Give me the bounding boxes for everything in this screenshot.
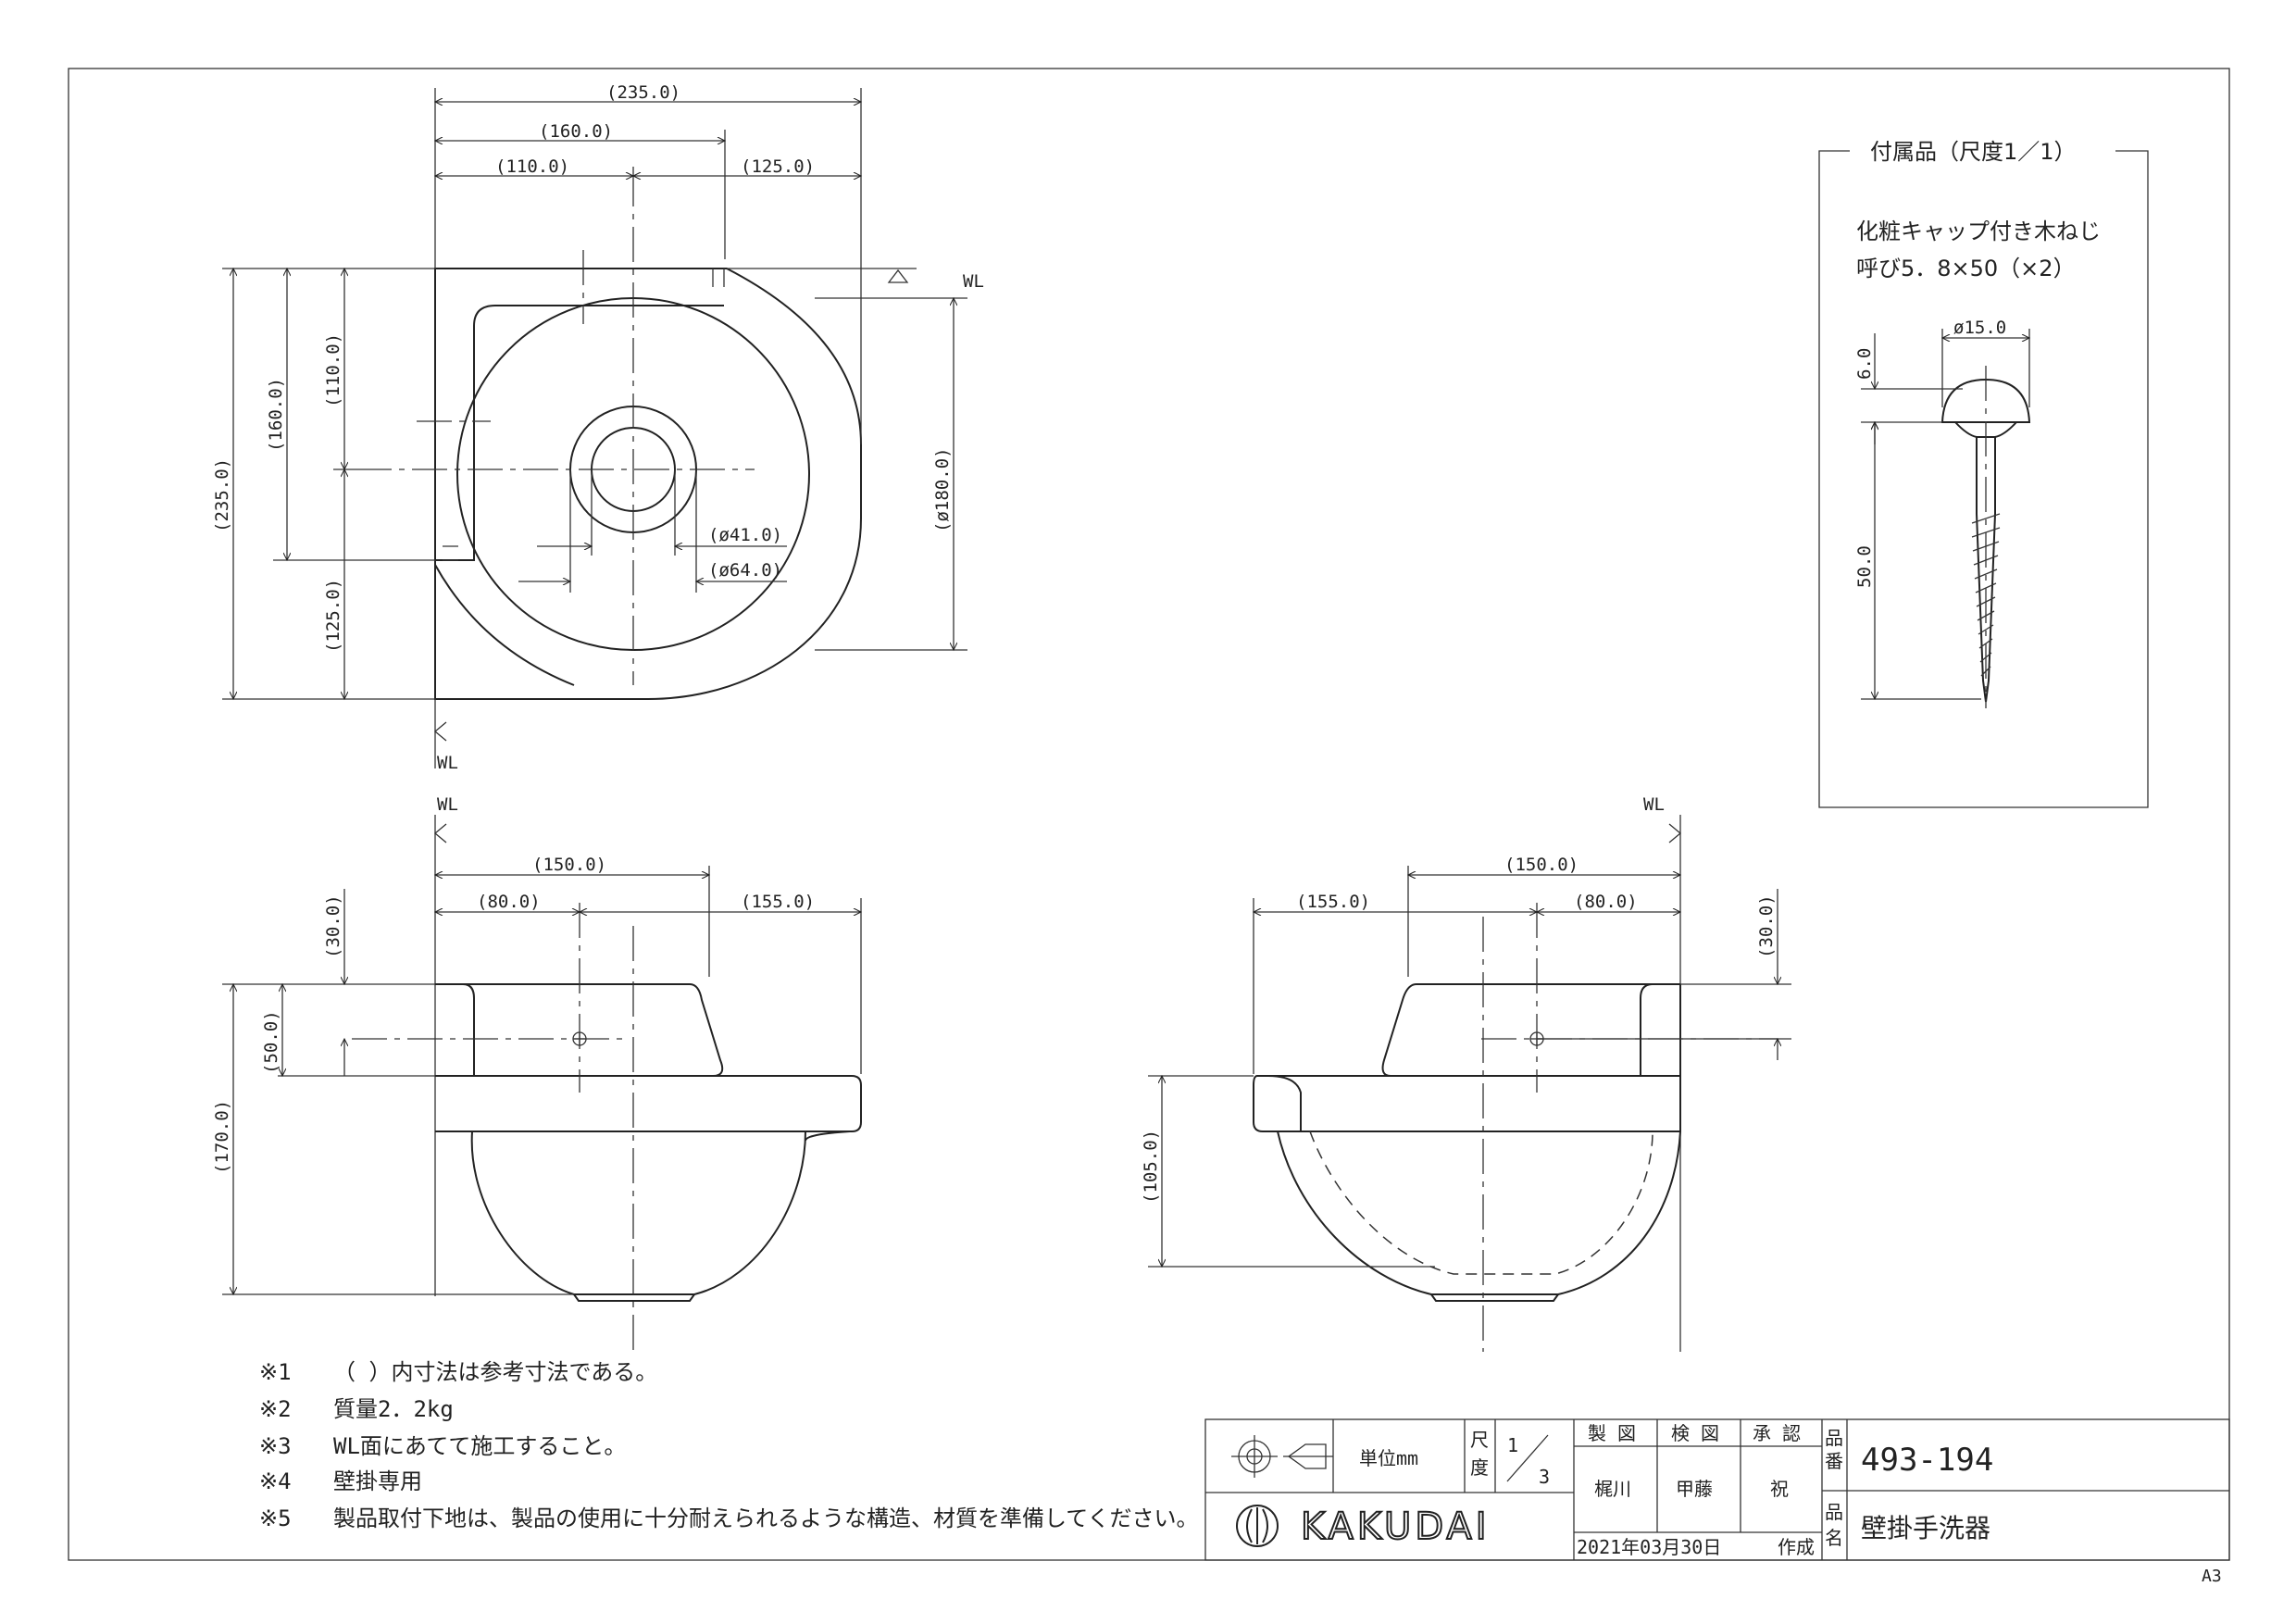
dim-front-height-overall: (170.0) [212,1100,232,1174]
wl-label-top-right: WL [963,271,984,292]
front-view: WL (150.0) (80.0) (155.0) (170.0) (50.0)… [212,794,861,1352]
accessory-name-line2: 呼び5．8×50（×2） [1856,256,2076,281]
dim-side-top-offset: (30.0) [1756,894,1777,958]
drawn-by: 梶川 [1594,1478,1631,1500]
top-view: WL WL (235.0) (160.0) (110.0) (125.0) (2… [212,82,984,773]
dim-top-height-overall: (235.0) [212,458,232,532]
dim-drain-outer: (ø64.0) [708,560,782,581]
dim-front-width-right: (155.0) [741,892,815,912]
approved-label: 承 認 [1753,1422,1801,1444]
note-mark: ※2 [259,1396,292,1422]
unit-label: 単位mm [1359,1447,1418,1469]
wl-label-front: WL [437,794,458,815]
dim-side-bowl-depth: (105.0) [1141,1130,1161,1204]
notes: ※1 （ ）内寸法は参考寸法である。 ※2 質量2．2kg ※3 WL面にあてて… [259,1359,1199,1531]
paper-size: A3 [2202,1567,2222,1586]
scale-label-2: 度 [1470,1456,1489,1479]
dim-top-width-a: (160.0) [539,121,613,142]
accessory-panel: 付属品（尺度1／1） 化粧キャップ付き木ねじ 呼び5．8×50（×2） ø15.… [1818,139,2149,808]
title-block: 単位mm 尺 度 1 3 製 図 検 図 承 認 梶川 甲藤 祝 品 番 493… [1204,1418,2230,1561]
sheet-border [68,68,2230,1561]
dim-front-width-a: (150.0) [532,855,606,875]
dim-side-width-right: (80.0) [1574,892,1638,912]
dim-screw-length: 50.0 [1854,545,1875,588]
top-view-back-panel [435,305,724,561]
scale-denominator: 3 [1539,1466,1550,1488]
dim-front-back-height: (50.0) [261,1010,281,1074]
kakudai-logo: KAKUDAI [1236,1505,1491,1549]
note-text: 壁掛専用 [333,1468,422,1494]
dim-side-width-a: (150.0) [1504,855,1578,875]
checked-label: 検 図 [1671,1422,1719,1444]
part-name-label-2: 名 [1825,1527,1843,1549]
top-view-rim [434,564,575,686]
top-view-outline [434,268,862,700]
wl-label-side: WL [1643,794,1665,815]
note-text: （ ）内寸法は参考寸法である。 [333,1359,657,1385]
dim-cap-diameter: ø15.0 [1953,318,2006,338]
date: 2021年03月30日 [1577,1536,1721,1558]
dim-top-height-top: (110.0) [323,333,343,407]
scale-numerator: 1 [1507,1434,1518,1456]
front-view-outline [435,983,724,1077]
scale-label-1: 尺 [1470,1429,1489,1451]
dim-front-top-offset: (30.0) [323,894,343,958]
note-text: 製品取付下地は、製品の使用に十分耐えられるような構造、材質を準備してください。 [333,1505,1199,1531]
note-mark: ※1 [259,1359,292,1385]
part-no-label-2: 番 [1825,1450,1843,1472]
part-no-label-1: 品 [1825,1427,1843,1449]
note-text: 質量2．2kg [333,1396,454,1422]
dim-top-width-right: (125.0) [741,156,815,177]
drawn-label: 製 図 [1588,1422,1636,1444]
approved-by: 祝 [1770,1478,1789,1500]
note-mark: ※3 [259,1433,292,1459]
dim-cap-height: 6.0 [1854,348,1875,380]
dim-top-width-left: (110.0) [495,156,569,177]
dim-top-height-a: (160.0) [266,378,286,452]
side-view-outline [1381,983,1680,1077]
part-no: 493-194 [1861,1442,1993,1479]
dim-top-width-overall: (235.0) [606,82,680,103]
note-text: WL面にあてて施工すること。 [333,1433,626,1459]
dim-side-width-left: (155.0) [1296,892,1370,912]
dim-front-width-left: (80.0) [477,892,541,912]
note-mark: ※5 [259,1505,292,1531]
projection-symbol-icon [1231,1435,1333,1478]
side-view: WL (150.0) (155.0) (80.0) (30.0) (105.0) [1141,794,1791,1352]
dim-top-height-bottom: (125.0) [323,579,343,653]
dim-bowl-diameter: (ø180.0) [932,447,953,532]
date-suffix: 作成 [1778,1536,1815,1558]
part-name: 壁掛手洗器 [1861,1513,1990,1543]
accessory-name-line1: 化粧キャップ付き木ねじ [1856,219,2101,244]
checked-by: 甲藤 [1676,1478,1713,1500]
wl-label-top-bottom: WL [437,753,458,773]
note-mark: ※4 [259,1468,292,1494]
company-name: KAKUDAI [1301,1505,1491,1548]
dim-drain-inner: (ø41.0) [708,525,782,545]
accessory-title: 付属品（尺度1／1） [1870,139,2077,165]
part-name-label-1: 品 [1825,1501,1843,1523]
